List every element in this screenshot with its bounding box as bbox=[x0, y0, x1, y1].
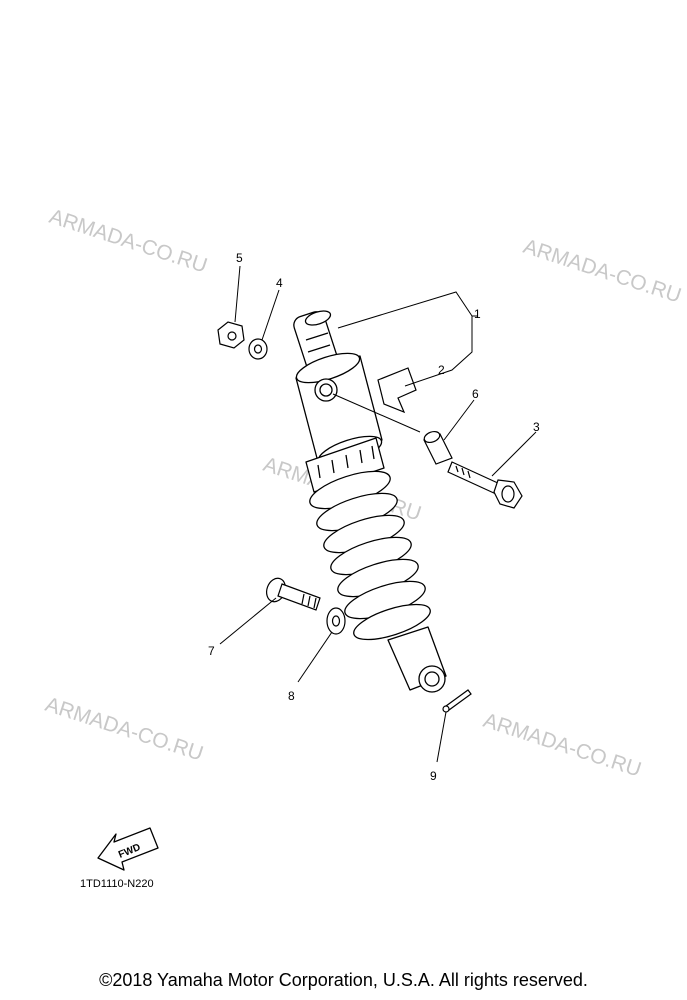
watermark-bottom-right: ARMADA-CO.RU bbox=[480, 709, 644, 782]
callout-3: 3 bbox=[533, 420, 540, 434]
callout-7: 7 bbox=[208, 644, 215, 658]
part-7-bolt bbox=[265, 577, 321, 611]
watermark-bottom-left: ARMADA-CO.RU bbox=[42, 693, 206, 766]
part-3-bolt bbox=[447, 461, 523, 509]
callout-8: 8 bbox=[288, 689, 295, 703]
leader-3 bbox=[491, 431, 537, 477]
part-5-nut bbox=[217, 321, 245, 349]
fwd-arrow-icon: FWD bbox=[97, 827, 159, 871]
leader-4 bbox=[261, 289, 280, 341]
part-2-arrow-label bbox=[377, 367, 417, 414]
copyright-notice: ©2018 Yamaha Motor Corporation, U.S.A. A… bbox=[99, 970, 588, 990]
watermark-top-right: ARMADA-CO.RU bbox=[520, 235, 684, 308]
shock-absorber bbox=[293, 310, 447, 693]
part-6-collar bbox=[423, 430, 453, 465]
watermark-top-left: ARMADA-CO.RU bbox=[46, 205, 210, 278]
callout-1: 1 bbox=[474, 307, 481, 321]
part-8-washer bbox=[326, 607, 346, 635]
part-9-cotter-pin bbox=[442, 689, 472, 713]
part-4-washer bbox=[248, 338, 268, 360]
callouts: 1 2 3 4 5 6 7 8 9 bbox=[208, 251, 540, 783]
leader-5 bbox=[234, 265, 241, 323]
callout-9: 9 bbox=[430, 769, 437, 783]
leader-1 bbox=[337, 291, 473, 387]
leader-7 bbox=[219, 597, 277, 645]
leader-lines bbox=[219, 265, 537, 763]
callout-2: 2 bbox=[438, 363, 445, 377]
leader-6 bbox=[332, 393, 475, 441]
diagram-code: 1TD1110-N220 bbox=[80, 878, 154, 890]
leader-8 bbox=[297, 631, 333, 683]
callout-5: 5 bbox=[236, 251, 243, 265]
callout-4: 4 bbox=[276, 276, 283, 290]
callout-6: 6 bbox=[472, 387, 479, 401]
leader-9 bbox=[436, 711, 447, 763]
